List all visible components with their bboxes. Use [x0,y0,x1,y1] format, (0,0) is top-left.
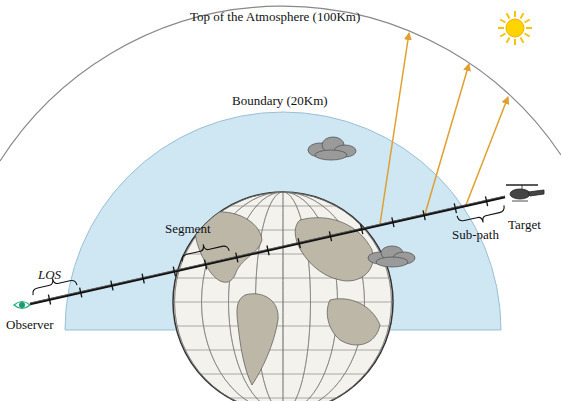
bracket [457,205,504,222]
target-label: Target [508,218,541,232]
line-of-sight [30,196,505,304]
atmosphere-label: Top of the Atmosphere (100Km) [190,10,360,24]
subpath-label: Sub-path [452,228,499,242]
boundary-label: Boundary (20Km) [232,94,328,108]
segment-label: Segment [165,222,211,236]
cloud-icon [308,137,356,160]
solar-ray [380,33,508,224]
sun-icon [498,11,532,45]
los-label: LOS [38,268,61,282]
observer-label: Observer [6,318,54,332]
observer-eye [14,302,30,309]
cloud-icon [368,246,415,267]
helicopter-target [506,185,544,201]
bracket [182,244,229,261]
